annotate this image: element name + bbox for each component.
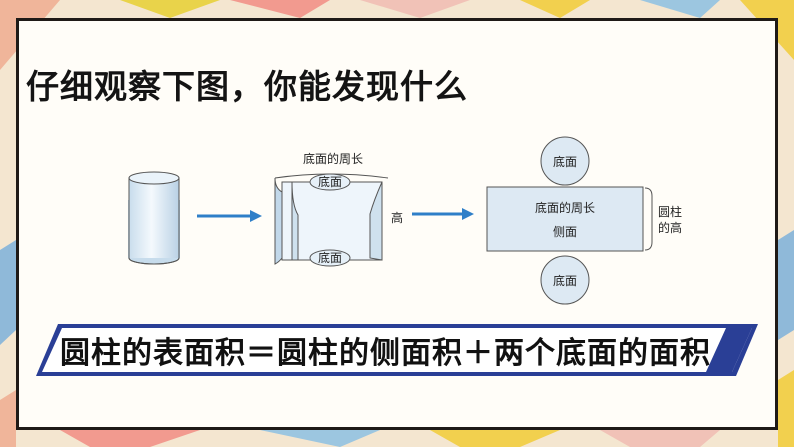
cylinder-shape (128, 171, 180, 265)
label-lateral: 侧面 (553, 225, 577, 239)
label-net-top-base: 底面 (553, 154, 577, 169)
arrow-right-icon (412, 208, 474, 220)
label-base-circumference: 底面的周长 (303, 151, 363, 166)
label-net-circumference: 底面的周长 (535, 200, 595, 215)
cylinder-net (486, 136, 653, 305)
label-base-bottom: 底面 (318, 250, 342, 265)
surface-area-formula: 圆柱的表面积＝圆柱的侧面积＋两个底面的面积 (60, 336, 711, 371)
arrow-right-icon (197, 210, 262, 222)
label-cylinder-height-line2: 的高 (658, 220, 682, 235)
label-net-bottom-base: 底面 (553, 273, 577, 288)
slide-title: 仔细观察下图，你能发现什么 (26, 67, 468, 106)
label-base-top: 底面 (318, 174, 342, 189)
label-height: 高 (391, 210, 403, 225)
formula-banner (36, 324, 758, 376)
label-cylinder-height-line1: 圆柱 (658, 204, 682, 219)
unrolling-cylinder (274, 173, 389, 267)
